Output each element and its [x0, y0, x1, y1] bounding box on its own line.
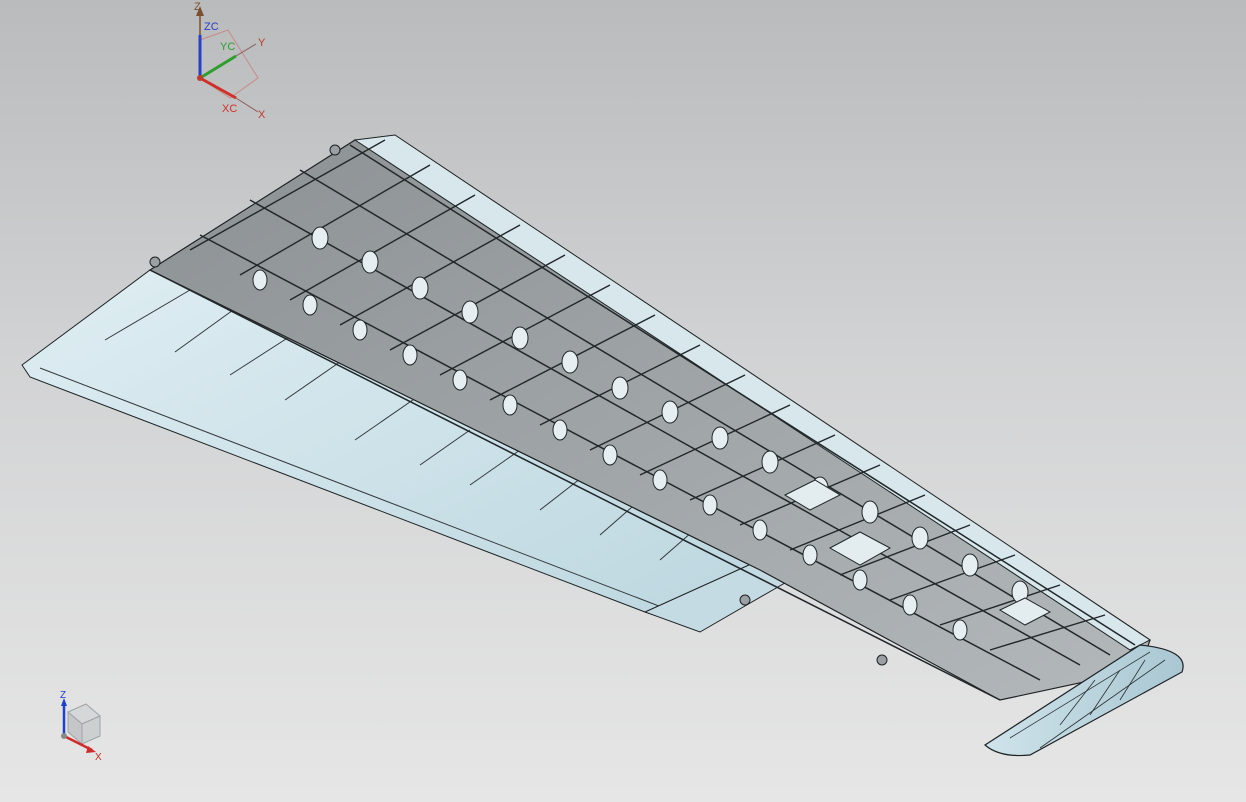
wing-tip-lines [1009, 651, 1166, 749]
view-z-label: Z [60, 690, 66, 701]
z-label: Z [194, 1, 201, 13]
view-x-axis [63, 734, 93, 752]
view-origin [61, 733, 67, 739]
leading-edge[interactable] [353, 134, 1151, 651]
lightening-holes [252, 226, 1029, 641]
view-cube-icon[interactable] [67, 703, 101, 746]
y-label: Y [258, 37, 266, 49]
flap-panel-lines [39, 289, 701, 619]
xc-label: XC [222, 103, 237, 115]
xc-axis [199, 76, 237, 100]
view-x-arrow-icon [86, 746, 96, 753]
wing-tip-fairing[interactable] [984, 644, 1184, 757]
wcs-triad[interactable]: Z ZC YC Y XC X [194, 1, 266, 121]
access-cutouts [783, 479, 1052, 626]
yc-label: YC [220, 41, 235, 53]
view-x-label: X [95, 752, 102, 763]
zc-label: ZC [204, 21, 219, 33]
view-z-arrow-icon [61, 698, 67, 706]
z-arrow-icon [196, 6, 204, 16]
x-label: X [258, 109, 266, 121]
yc-axis [199, 54, 237, 80]
view-triad[interactable]: Z X [60, 690, 102, 763]
y-axis [235, 43, 257, 57]
x-axis [235, 97, 259, 113]
hinge-fittings [149, 144, 888, 666]
wing-model[interactable] [21, 134, 1184, 757]
wcs-origin [197, 75, 203, 81]
